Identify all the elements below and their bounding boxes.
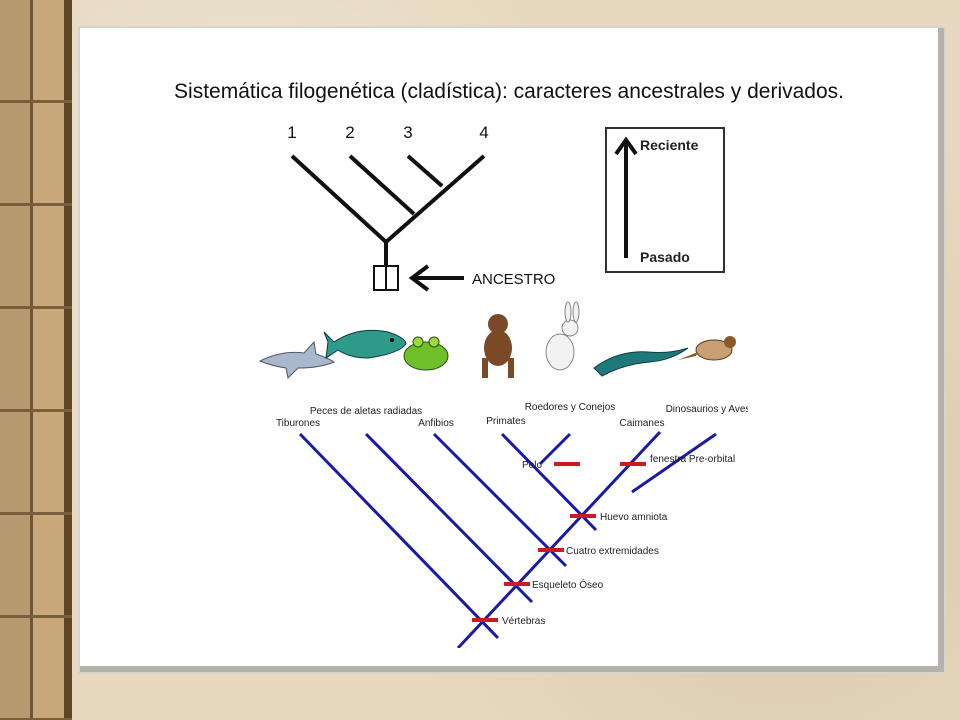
time-label-recent: Reciente — [640, 137, 699, 153]
tip-label-2: 2 — [345, 123, 354, 142]
tip-label-1: 1 — [287, 123, 296, 142]
left-arrow-icon — [408, 264, 464, 292]
rabbit-icon — [545, 301, 580, 371]
tree-branch — [406, 154, 444, 188]
branch-rodents-rabbits — [538, 432, 572, 466]
branch-ray-finned-fish — [364, 432, 534, 604]
character-label-four-limbs: Cuatro extremidades — [566, 546, 659, 557]
slide: Sistemática filogenética (cladística): c… — [80, 28, 944, 672]
tree-branch — [290, 154, 388, 244]
ancestor-label: ANCESTRO — [472, 271, 555, 288]
up-arrow-icon — [614, 136, 638, 258]
branch-amphibians — [432, 432, 568, 568]
tip-label-3: 3 — [403, 123, 412, 142]
frog-icon — [403, 336, 449, 371]
taxon-label-amphibians: Anfibios — [418, 418, 454, 429]
taxon-label-dinosaurs-birds: Dinosaurios y Aves — [666, 404, 748, 415]
decorative-wood-strip — [0, 0, 72, 720]
taxon-label-ray-finned-fish: Peces de aletas radiadas — [310, 406, 422, 417]
main-branch — [456, 430, 662, 648]
tip-label-4: 4 — [479, 123, 488, 142]
cladogram: Tiburones Peces de aletas radiadas Anfib… — [258, 301, 748, 648]
character-label-preorbital-fenestra: fenestra Pre-orbital — [650, 454, 735, 465]
character-label-amniotic-egg: Huevo amniota — [600, 512, 668, 523]
taxon-label-primates: Primates — [486, 416, 525, 427]
character-label-vertebrae: Vértebras — [502, 616, 545, 627]
time-label-past: Pasado — [640, 249, 690, 265]
shark-icon — [258, 340, 336, 380]
tuna-icon — [323, 329, 407, 360]
taxon-label-sharks: Tiburones — [276, 418, 320, 429]
tree-branch — [384, 154, 486, 244]
caiman-icon — [593, 347, 689, 377]
ape-icon — [482, 314, 514, 378]
time-direction-box: Reciente Pasado — [605, 127, 725, 273]
taxon-label-rodents-rabbits: Roedores y Conejos — [525, 402, 616, 413]
character-label-bony-skeleton: Esqueleto Óseo — [532, 578, 604, 591]
taxon-label-caimans: Caimanes — [619, 418, 664, 429]
slide-title: Sistemática filogenética (cladística): c… — [174, 80, 844, 103]
branch-sharks — [298, 432, 500, 640]
bird-icon — [678, 336, 736, 361]
tree-branch — [348, 154, 416, 216]
branch-dinos-birds — [631, 432, 717, 494]
simple-tree-diagram: 1 2 3 4 ANCESTRO — [287, 123, 555, 292]
character-label-hair: Pelo — [522, 460, 542, 471]
